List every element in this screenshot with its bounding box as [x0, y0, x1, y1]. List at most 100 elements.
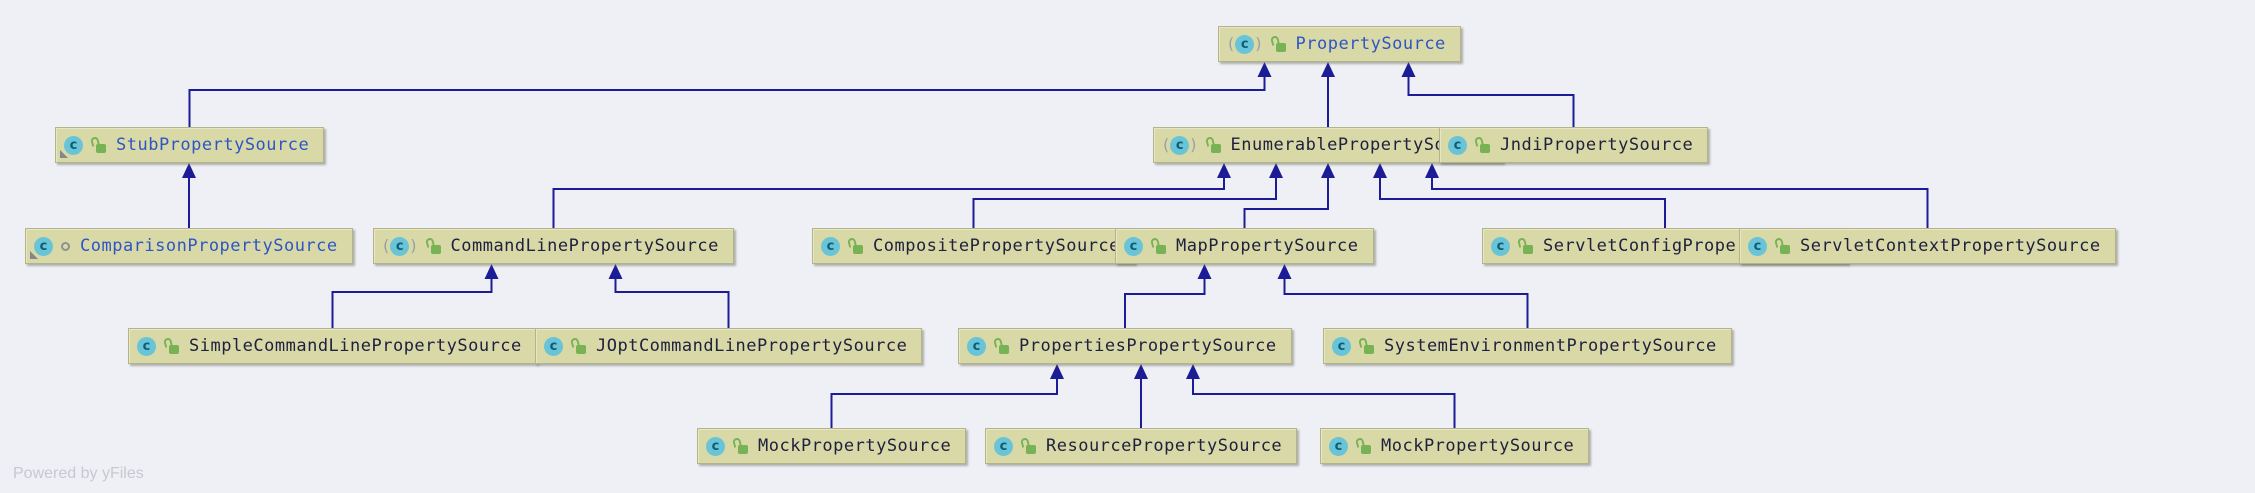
inheritance-arrowhead: [182, 163, 196, 178]
class-node-map-property-source[interactable]: c MapPropertySource: [1115, 228, 1374, 264]
inheritance-arrowhead: [1269, 163, 1283, 178]
class-icon: c: [994, 436, 1013, 456]
class-node-servlet-context-property-source[interactable]: c ServletContextPropertySource: [1739, 228, 2116, 264]
class-letter-badge: c: [544, 336, 563, 356]
inheritance-edge: [1243, 177, 1329, 228]
inheritance-arrowhead: [608, 264, 623, 279]
inheritance-edge: [972, 177, 1277, 228]
inheritance-arrowhead: [1186, 364, 1200, 379]
public-lock-icon: [1775, 238, 1790, 254]
inheritance-edge: [1124, 278, 1206, 328]
class-node-property-source[interactable]: (c)PropertySource: [1218, 26, 1461, 62]
class-node-mock-property-source-2[interactable]: c MockPropertySource: [1320, 428, 1590, 464]
class-name-label: ServletContextPropertySource: [1800, 236, 2101, 256]
class-icon: c: [967, 336, 986, 356]
yfiles-watermark: Powered by yFiles: [13, 465, 144, 482]
class-name-label: CompositePropertySource: [873, 236, 1120, 256]
class-name-label: MockPropertySource: [1381, 436, 1575, 456]
class-node-stub-property-source[interactable]: c StubPropertySource: [55, 127, 325, 163]
class-letter-badge: c: [821, 236, 840, 256]
class-node-system-environment-property-source[interactable]: c SystemEnvironmentPropertySource: [1323, 328, 1732, 364]
abstract-class-icon: (c): [382, 236, 418, 256]
class-icon: c: [1448, 135, 1467, 155]
public-lock-icon: [164, 338, 179, 354]
class-icon: c: [544, 336, 563, 356]
inheritance-edge: [1379, 177, 1666, 228]
public-lock-icon: [848, 238, 863, 254]
inheritance-edge: [1192, 378, 1456, 428]
class-name-label: SystemEnvironmentPropertySource: [1384, 336, 1717, 356]
class-node-composite-property-source[interactable]: c CompositePropertySource: [812, 228, 1135, 264]
class-node-comparison-property-source[interactable]: c ComparisonPropertySource: [25, 228, 353, 264]
inheritance-arrowhead: [1217, 163, 1231, 178]
class-letter-badge: c: [137, 336, 156, 356]
class-name-label: ResourcePropertySource: [1046, 436, 1283, 456]
class-node-command-line-property-source[interactable]: (c)CommandLinePropertySource: [373, 228, 734, 264]
class-icon: c: [60, 135, 83, 158]
class-letter-badge: c: [1448, 135, 1467, 155]
public-lock-icon: [1151, 238, 1166, 254]
inheritance-arrowhead: [1050, 364, 1064, 379]
class-letter-badge: c: [1332, 336, 1351, 356]
class-icon: c: [137, 336, 156, 356]
inheritance-edge: [830, 378, 1058, 428]
class-node-simple-command-line-property-source[interactable]: c SimpleCommandLinePropertySource: [128, 328, 537, 364]
public-lock-icon: [1356, 438, 1371, 454]
abstract-paren-right: ): [1190, 135, 1197, 154]
class-letter-badge: c: [1329, 436, 1348, 456]
public-lock-icon: [1359, 338, 1374, 354]
inheritance-arrowhead: [1197, 264, 1212, 279]
class-node-mock-property-source-1[interactable]: c MockPropertySource: [697, 428, 967, 464]
public-lock-icon: [1518, 238, 1533, 254]
class-icon: c: [30, 236, 53, 259]
class-letter-badge: c: [706, 436, 725, 456]
inheritance-edge: [1407, 76, 1575, 127]
class-icon: c: [1124, 236, 1143, 256]
class-name-label: MockPropertySource: [758, 436, 952, 456]
abstract-paren-right: ): [1255, 34, 1262, 53]
class-letter-badge: c: [64, 135, 83, 155]
class-icon: c: [1491, 236, 1510, 256]
class-node-jndi-property-source[interactable]: c JndiPropertySource: [1439, 127, 1709, 163]
inheritance-edge: [1431, 177, 1929, 228]
class-name-label: SimpleCommandLinePropertySource: [189, 336, 522, 356]
inheritance-arrowhead: [1321, 163, 1335, 178]
public-lock-icon: [91, 137, 106, 153]
inheritance-arrowhead: [484, 264, 499, 279]
public-lock-icon: [733, 438, 748, 454]
inheritance-edge: [552, 177, 1225, 228]
class-letter-badge: c: [967, 336, 986, 356]
class-icon: c: [1748, 236, 1767, 256]
class-name-label: ComparisonPropertySource: [80, 236, 338, 256]
class-name-label: MapPropertySource: [1176, 236, 1359, 256]
public-lock-icon: [1021, 438, 1036, 454]
class-icon: c: [1332, 336, 1351, 356]
abstract-paren-left: (: [383, 236, 390, 255]
class-letter-badge: c: [1235, 34, 1255, 54]
inheritance-edge: [331, 278, 493, 328]
public-lock-icon: [426, 238, 441, 254]
public-lock-icon: [1271, 36, 1286, 52]
class-icon: c: [821, 236, 840, 256]
inheritance-arrowhead: [1373, 163, 1387, 178]
abstract-paren-left: (: [1163, 135, 1170, 154]
inheritance-arrowhead: [1425, 163, 1439, 178]
class-letter-badge: c: [34, 236, 53, 256]
abstract-class-icon: (c): [1162, 135, 1198, 155]
public-lock-icon: [1475, 137, 1490, 153]
inheritance-edge: [614, 278, 730, 328]
static-mark-icon: [30, 250, 38, 259]
public-lock-icon: [1206, 137, 1221, 153]
class-node-resource-property-source[interactable]: c ResourcePropertySource: [985, 428, 1298, 464]
abstract-paren-left: (: [1228, 34, 1235, 53]
package-visibility-icon: [61, 241, 70, 251]
class-name-label: StubPropertySource: [116, 135, 310, 155]
class-name-label: JndiPropertySource: [1500, 135, 1694, 155]
inheritance-arrowhead: [1257, 62, 1272, 77]
class-letter-badge: c: [1124, 236, 1143, 256]
class-letter-badge: c: [390, 236, 410, 256]
abstract-class-icon: (c): [1227, 34, 1263, 54]
